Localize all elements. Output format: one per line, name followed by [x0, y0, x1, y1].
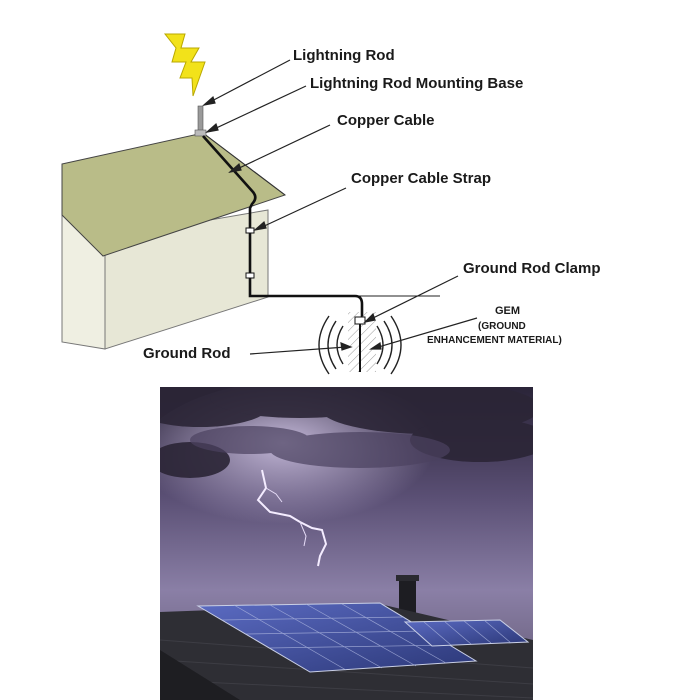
- house-diagram: Lightning Rod Lightning Rod Mounting Bas…: [61, 33, 601, 375]
- solar-panel-grid: [423, 619, 512, 646]
- mounting-base: [194, 129, 207, 137]
- roof-ridge: [202, 132, 286, 196]
- cable-strap: [245, 272, 255, 279]
- chimney-cap: [396, 575, 419, 581]
- lightning-branch: [299, 521, 307, 547]
- storm-solar-photo: [160, 387, 533, 700]
- label-gem-line2: ENHANCEMENT MATERIAL): [427, 335, 562, 346]
- cable-strap: [245, 227, 255, 234]
- gem-wave-icon: [318, 315, 402, 375]
- solar-panel-icon: [403, 619, 530, 647]
- label-ground-rod: Ground Rod: [143, 345, 230, 362]
- copper-cable: [202, 135, 364, 318]
- label-copper-cable: Copper Cable: [337, 112, 435, 129]
- label-mounting-base: Lightning Rod Mounting Base: [310, 75, 523, 92]
- label-gem-title: GEM: [495, 305, 520, 317]
- label-ground-rod-clamp: Ground Rod Clamp: [463, 260, 601, 277]
- solar-panel-icon: [196, 602, 478, 673]
- ground-rod-clamp: [354, 316, 366, 325]
- label-cable-strap: Copper Cable Strap: [351, 170, 491, 187]
- storm-cloud-icon: [160, 387, 533, 478]
- solar-panel-grid: [221, 603, 453, 671]
- label-lightning-rod: Lightning Rod: [293, 47, 395, 64]
- storm-cloud-layer: [190, 426, 450, 468]
- roof-edge: [160, 650, 240, 700]
- leader-arrows: [202, 59, 478, 355]
- lightning-bolt-icon: [163, 33, 206, 97]
- lightning-branch: [265, 487, 283, 503]
- label-gem-line1: (GROUND: [478, 321, 526, 332]
